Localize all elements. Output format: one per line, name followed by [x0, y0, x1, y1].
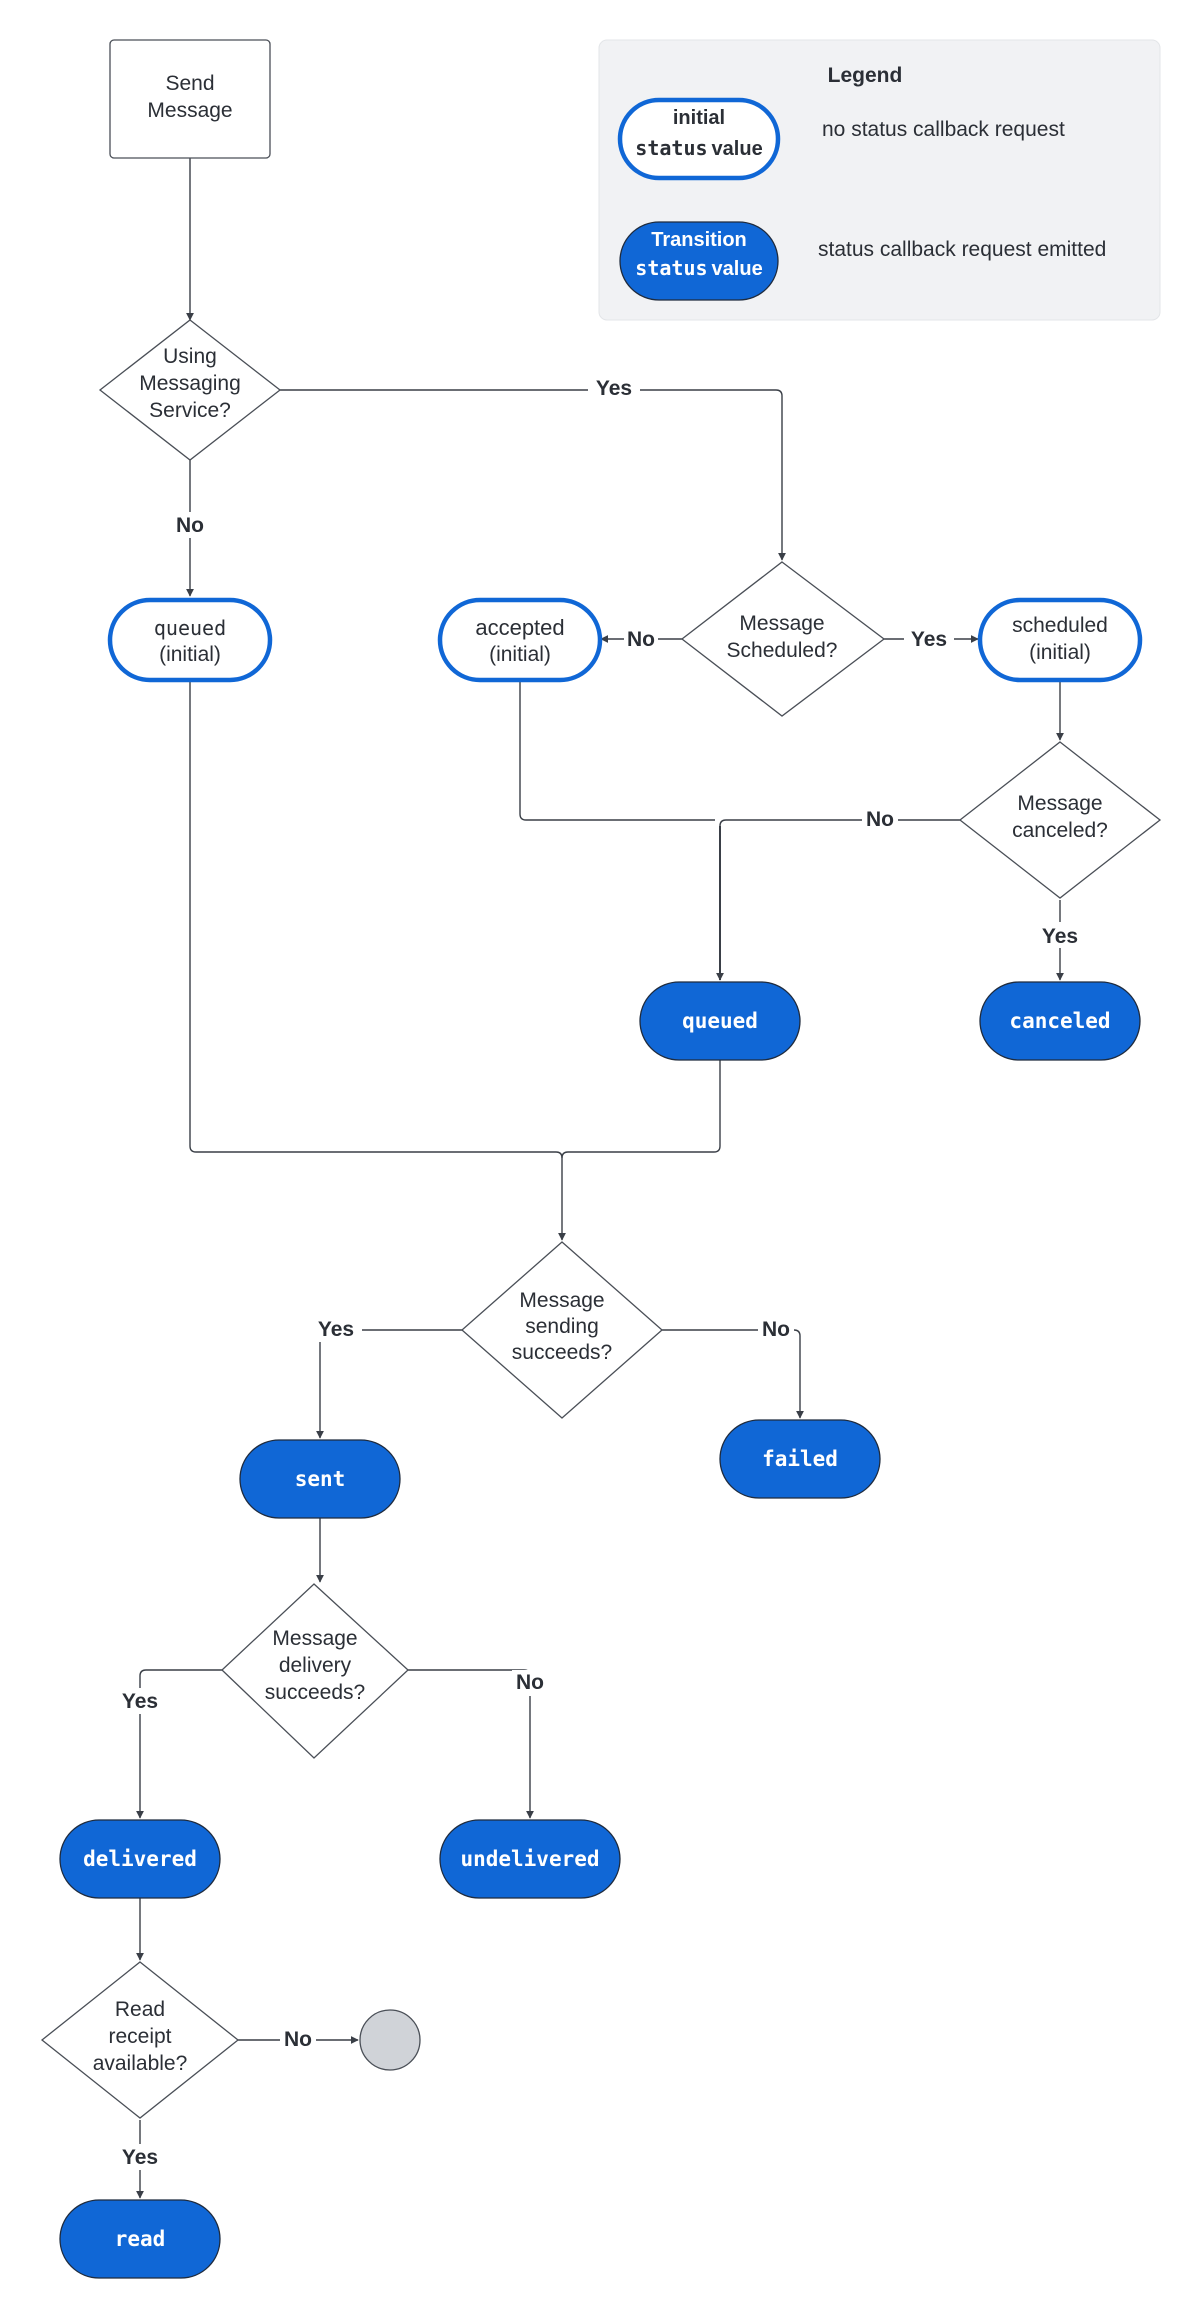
queued-initial-line-1: queued	[154, 616, 226, 640]
sent-label: sent	[295, 1467, 346, 1491]
decision-sending-succeeds: Message sending succeeds?	[461, 1241, 663, 1419]
using-service-line-3: Service?	[149, 399, 231, 422]
read-label: read	[115, 2227, 166, 2251]
legend: Legend initial status value no status ca…	[598, 39, 1161, 321]
read-receipt-line-1: Read	[115, 1998, 165, 2021]
scheduled-initial-line-1: scheduled	[1012, 614, 1108, 637]
status-undelivered: undelivered	[439, 1819, 621, 1899]
legend-transition-pill	[619, 221, 779, 301]
delivery-line-3: succeeds?	[265, 1681, 365, 1704]
label-sending-no: No	[762, 1318, 790, 1341]
edge-sending-yes	[316, 1329, 462, 1439]
sending-line-2: sending	[525, 1315, 599, 1338]
undelivered-label: undelivered	[460, 1847, 599, 1871]
send-message-line-2: Message	[147, 99, 232, 122]
legend-transition-mono: status	[635, 256, 707, 280]
decision-delivery-succeeds: Message delivery succeeds?	[221, 1583, 409, 1759]
message-canceled-line-2: canceled?	[1012, 819, 1108, 842]
failed-label: failed	[762, 1447, 838, 1471]
status-queued: queued	[639, 981, 801, 1061]
end-terminal	[359, 2009, 421, 2071]
edge-delivery-no	[408, 1669, 534, 1819]
delivery-line-1: Message	[272, 1627, 357, 1650]
decision-message-canceled: Message canceled?	[958, 741, 1162, 899]
legend-initial-tail: value	[712, 138, 763, 160]
message-scheduled-line-1: Message	[739, 612, 824, 635]
decision-message-scheduled: Message Scheduled?	[680, 561, 886, 717]
edge-labels: Yes No No Yes No Yes Yes No Yes No No Ye…	[114, 374, 1086, 2170]
legend-transition-desc: status callback request emitted	[818, 238, 1106, 261]
legend-transition-tail: value	[712, 258, 763, 280]
delivered-label: delivered	[83, 1847, 197, 1871]
legend-initial-label: status value	[635, 136, 762, 160]
accepted-initial-line-2: (initial)	[489, 643, 551, 666]
status-failed: failed	[719, 1419, 881, 1499]
label-service-yes: Yes	[596, 377, 632, 400]
legend-transition-word: Transition	[651, 229, 747, 251]
sending-line-3: succeeds?	[512, 1341, 612, 1364]
label-receipt-no: No	[284, 2028, 312, 2051]
edge-sending-no	[662, 1329, 804, 1419]
label-sending-yes: Yes	[318, 1318, 354, 1341]
label-scheduled-no: No	[627, 628, 655, 651]
legend-initial-mono: status	[635, 136, 707, 160]
message-scheduled-line-2: Scheduled?	[727, 639, 838, 662]
edge-accepted-down	[519, 680, 715, 821]
message-canceled-line-1: Message	[1017, 792, 1102, 815]
queued-label: queued	[682, 1009, 758, 1033]
scheduled-initial-line-2: (initial)	[1029, 641, 1091, 664]
edge-canceled-no	[719, 819, 960, 827]
label-delivery-no: No	[516, 1671, 544, 1694]
legend-initial-pill	[617, 97, 781, 181]
status-accepted-initial: accepted (initial)	[437, 597, 603, 683]
queued-initial-line-2: (initial)	[159, 643, 221, 666]
status-queued-initial: queued (initial)	[107, 597, 273, 683]
decision-using-service: Using Messaging Service?	[98, 319, 282, 461]
label-canceled-no: No	[866, 808, 894, 831]
read-receipt-line-2: receipt	[108, 2025, 171, 2048]
label-receipt-yes: Yes	[122, 2146, 158, 2169]
decision-read-receipt: Read receipt available?	[40, 1961, 240, 2119]
edge-queued-down	[561, 1060, 721, 1159]
legend-initial-word: initial	[673, 107, 725, 129]
using-service-line-1: Using	[163, 345, 217, 368]
delivery-line-2: delivery	[279, 1654, 352, 1677]
edge-delivery-yes	[136, 1669, 222, 1819]
status-scheduled-initial: scheduled (initial)	[977, 597, 1143, 683]
edge-service-yes	[280, 389, 786, 561]
label-canceled-yes: Yes	[1042, 925, 1078, 948]
status-sent: sent	[239, 1439, 401, 1519]
sending-line-1: Message	[519, 1289, 604, 1312]
read-receipt-line-3: available?	[93, 2052, 188, 2075]
edge-queued-initial-down	[189, 682, 563, 1159]
label-service-no: No	[176, 514, 204, 537]
send-message-line-1: Send	[165, 72, 214, 95]
node-send-message: Send Message	[109, 39, 271, 159]
accepted-initial-line-1: accepted	[475, 615, 564, 640]
status-canceled: canceled	[979, 981, 1141, 1061]
canceled-label: canceled	[1009, 1009, 1110, 1033]
legend-initial-desc: no status callback request	[822, 118, 1065, 141]
legend-transition-label: status value	[635, 256, 762, 280]
status-read: read	[59, 2199, 221, 2279]
legend-title: Legend	[828, 64, 903, 87]
using-service-line-2: Messaging	[139, 372, 241, 395]
status-delivered: delivered	[59, 1819, 221, 1899]
label-delivery-yes: Yes	[122, 1690, 158, 1713]
label-scheduled-yes: Yes	[911, 628, 947, 651]
